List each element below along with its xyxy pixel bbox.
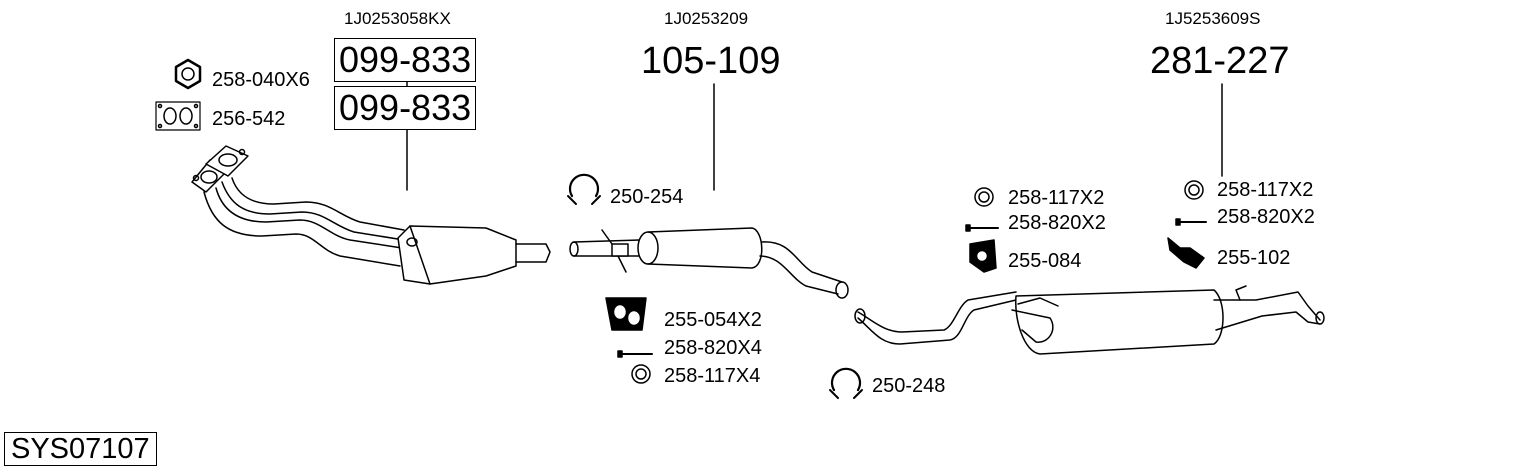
accessory-label-hex-nut[interactable]: 258-040X6 — [212, 69, 310, 91]
oem-number-middle: 1J0253209 — [664, 9, 749, 28]
part-number-rear[interactable]: 281-227 — [1150, 40, 1290, 82]
system-code-label: SYS07107 — [4, 432, 157, 467]
accessory-label-clamp-middle[interactable]: 250-254 — [610, 186, 684, 208]
part-number-box-1[interactable]: 099-833 — [334, 38, 477, 82]
bolt-icon — [1175, 218, 1207, 226]
front-pipe-catalytic-converter — [191, 145, 551, 285]
accessory-label-washer-center[interactable]: 258-117X2 — [1008, 187, 1105, 209]
accessory-label-bolt-center[interactable]: 258-820X2 — [1008, 212, 1106, 234]
accessory-label-washer-rear[interactable]: 258-117X2 — [1217, 179, 1314, 201]
bolt-icon — [965, 224, 999, 232]
accessory-label-gasket[interactable]: 256-542 — [212, 108, 286, 130]
accessory-label-bolt-rear[interactable]: 258-820X2 — [1217, 206, 1315, 228]
rubber-mount-icon — [605, 297, 647, 331]
part-number-box-2[interactable]: 099-833 — [334, 86, 477, 130]
accessory-label-mount-center[interactable]: 255-084 — [1008, 250, 1082, 272]
accessory-label-clamp-connector[interactable]: 250-248 — [872, 375, 946, 397]
part-number-middle[interactable]: 105-109 — [641, 40, 781, 82]
accessory-label-bolt-middle[interactable]: 258-820X4 — [664, 337, 762, 359]
bolt-icon — [617, 350, 653, 358]
oem-number-front: 1J0253058KX — [344, 9, 451, 28]
ring-washer-icon — [974, 187, 994, 207]
accessory-label-washer-middle[interactable]: 258-117X4 — [664, 365, 761, 387]
pipe-clamp-icon — [829, 367, 863, 399]
middle-silencer — [569, 227, 849, 299]
accessory-label-bracket-rear[interactable]: 255-102 — [1217, 247, 1291, 269]
rear-silencer — [854, 285, 1325, 355]
hanger-bracket-icon — [1167, 237, 1205, 269]
ring-washer-icon — [631, 364, 651, 384]
accessory-label-mount-middle[interactable]: 255-054X2 — [664, 309, 762, 331]
hex-nut-icon — [174, 58, 202, 90]
rubber-mount-icon — [969, 239, 997, 273]
pipe-clamp-icon — [567, 173, 601, 205]
flange-gasket-icon — [155, 101, 201, 131]
ring-washer-icon — [1184, 180, 1204, 200]
oem-number-rear: 1J5253609S — [1165, 9, 1261, 28]
